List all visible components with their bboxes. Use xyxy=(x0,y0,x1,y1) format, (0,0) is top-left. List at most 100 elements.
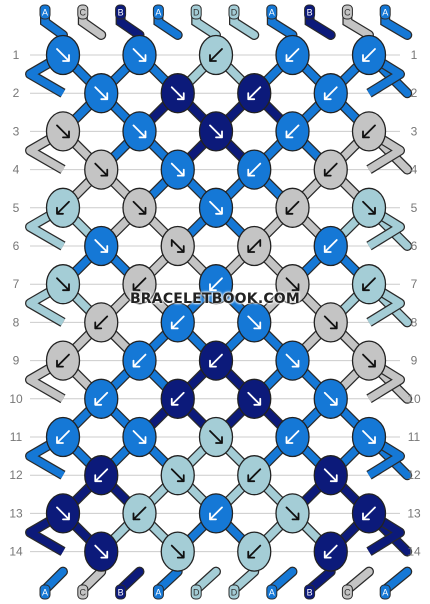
knot[interactable] xyxy=(351,187,387,228)
knot[interactable] xyxy=(351,111,387,152)
knot[interactable] xyxy=(160,455,195,496)
arrow-down-right-icon xyxy=(209,430,223,444)
top-string-label: D xyxy=(190,4,202,20)
arrow-down-right-icon xyxy=(56,277,70,292)
top-string-label-swatch xyxy=(266,4,278,20)
knot[interactable] xyxy=(237,73,272,114)
knot[interactable] xyxy=(198,416,234,458)
bottom-string-label-swatch xyxy=(228,584,240,600)
arrow-down-left-icon xyxy=(323,239,338,253)
knot[interactable] xyxy=(160,149,195,190)
knot[interactable] xyxy=(45,416,81,458)
arrow-down-left-icon xyxy=(56,430,70,444)
top-string-label: B xyxy=(115,4,127,20)
arrow-down-right-icon xyxy=(323,391,338,406)
row-number-left: 11 xyxy=(10,430,23,444)
knot[interactable] xyxy=(313,378,348,419)
knot[interactable] xyxy=(275,264,310,305)
arrow-down-left-icon xyxy=(285,200,300,215)
knot[interactable] xyxy=(237,302,272,343)
knot[interactable] xyxy=(313,302,348,343)
arrow-down-right-icon xyxy=(209,200,223,215)
knot[interactable] xyxy=(313,73,348,114)
knot[interactable] xyxy=(198,493,234,534)
knot[interactable] xyxy=(275,493,310,534)
row-number-right: 6 xyxy=(411,239,418,253)
knot[interactable] xyxy=(237,378,272,419)
knot[interactable] xyxy=(45,111,81,152)
knot[interactable] xyxy=(237,225,272,267)
arrow-down-left-icon xyxy=(132,353,147,368)
knot[interactable] xyxy=(160,378,195,419)
row-number-right: 12 xyxy=(407,468,421,482)
knot[interactable] xyxy=(351,493,387,534)
bottom-string-label: A xyxy=(379,584,391,600)
knot[interactable] xyxy=(160,302,195,343)
knot[interactable] xyxy=(84,149,119,190)
knot[interactable] xyxy=(45,34,81,76)
knot[interactable] xyxy=(198,340,234,381)
knot[interactable] xyxy=(198,187,234,228)
top-string-label: C xyxy=(77,4,89,20)
knot[interactable] xyxy=(198,111,234,152)
knot[interactable] xyxy=(84,455,119,496)
knot[interactable] xyxy=(122,187,157,228)
knot[interactable] xyxy=(84,531,119,572)
row-number-left: 10 xyxy=(9,392,23,406)
top-string-label-letter: A xyxy=(42,8,48,18)
knot[interactable] xyxy=(313,225,348,267)
knot[interactable] xyxy=(275,111,310,152)
knot[interactable] xyxy=(122,416,157,458)
row-number-right: 14 xyxy=(407,545,421,559)
knot[interactable] xyxy=(84,378,119,419)
arrow-down-right-icon xyxy=(285,353,300,368)
bottom-string-label-letter: A xyxy=(382,588,388,598)
row-number-right: 13 xyxy=(407,506,421,520)
knot[interactable] xyxy=(351,34,387,76)
knot[interactable] xyxy=(275,416,310,458)
row-number-left: 6 xyxy=(13,239,20,253)
knot[interactable] xyxy=(122,111,157,152)
bottom-string-label-swatch xyxy=(379,584,391,600)
knot[interactable] xyxy=(160,225,195,267)
knot[interactable] xyxy=(84,225,119,267)
knot[interactable] xyxy=(122,34,157,76)
knot[interactable] xyxy=(237,531,272,572)
bottom-string-label-swatch xyxy=(115,584,127,600)
knot[interactable] xyxy=(160,73,195,114)
row-number-left: 8 xyxy=(13,315,20,329)
knot[interactable] xyxy=(275,340,310,381)
knot[interactable] xyxy=(275,187,310,228)
knot[interactable] xyxy=(351,264,387,305)
arrow-down-right-icon xyxy=(362,200,376,215)
knot[interactable] xyxy=(160,531,195,572)
knot[interactable] xyxy=(313,149,348,190)
knot[interactable] xyxy=(122,493,157,534)
arrow-down-right-icon xyxy=(132,430,147,444)
knot[interactable] xyxy=(351,340,387,381)
knot[interactable] xyxy=(198,264,234,305)
knot[interactable] xyxy=(122,264,157,305)
knot[interactable] xyxy=(198,34,234,76)
knot[interactable] xyxy=(122,340,157,381)
knot[interactable] xyxy=(237,149,272,190)
top-string-label-letter: A xyxy=(269,8,275,18)
knot[interactable] xyxy=(84,302,119,343)
knot[interactable] xyxy=(45,493,81,534)
knot[interactable] xyxy=(45,187,81,228)
knot[interactable] xyxy=(313,455,348,496)
knot[interactable] xyxy=(313,531,348,572)
knot[interactable] xyxy=(275,34,310,76)
knot[interactable] xyxy=(351,416,387,458)
arrow-down-left-icon xyxy=(209,48,223,62)
arrow-down-left-icon xyxy=(247,239,262,253)
knot[interactable] xyxy=(45,340,81,381)
row-number-left: 1 xyxy=(13,48,20,62)
top-string-label-swatch xyxy=(39,4,51,20)
arrow-down-right-icon xyxy=(362,430,376,444)
knot[interactable] xyxy=(84,73,119,114)
knot[interactable] xyxy=(45,264,81,305)
bottom-string-label-letter: C xyxy=(344,588,351,598)
knot[interactable] xyxy=(237,455,272,496)
